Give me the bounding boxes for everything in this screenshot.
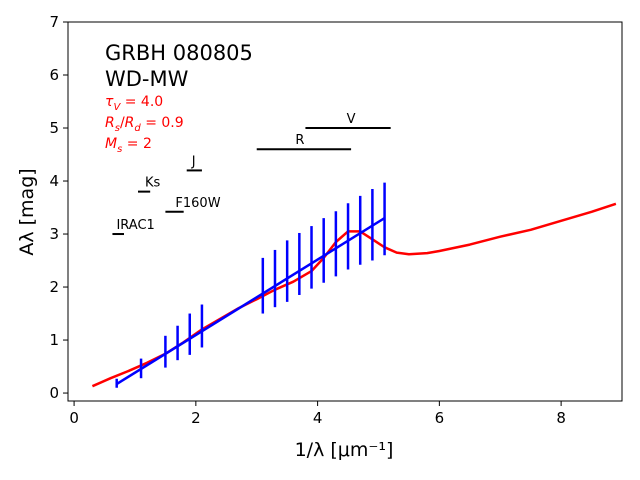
band-label-irac1: IRAC1 — [116, 218, 154, 233]
chart-title-line-2: WD-MW — [105, 67, 189, 91]
fit-line — [116, 217, 386, 386]
y-tick-label: 7 — [49, 13, 59, 31]
y-tick-label: 3 — [49, 225, 59, 243]
model-param-2: Ms = 2 — [105, 136, 152, 155]
x-tick-label: 6 — [435, 409, 445, 427]
y-axis-label: Aλ [mag] — [16, 168, 38, 255]
x-tick-label: 8 — [556, 409, 566, 427]
x-tick-label: 2 — [191, 409, 201, 427]
y-tick-label: 6 — [49, 66, 59, 84]
model-curve — [91, 202, 617, 388]
y-tick-label: 2 — [49, 278, 59, 296]
y-tick-label: 5 — [49, 119, 59, 137]
band-label-f160w: F160W — [175, 196, 220, 211]
chart-title-line-1: GRBH 080805 — [105, 41, 253, 65]
model-param-0: τV = 4.0 — [105, 94, 163, 113]
band-label-r: R — [295, 133, 304, 148]
model-param-1: Rs/Rd = 0.9 — [105, 115, 184, 134]
band-label-v: V — [347, 112, 356, 127]
band-label-ks: Ks — [145, 176, 161, 191]
plot-frame — [67, 21, 623, 402]
y-tick-label: 1 — [49, 331, 59, 349]
x-tick-label: 4 — [313, 409, 323, 427]
y-tick-label: 0 — [49, 384, 59, 402]
x-tick-label: 0 — [69, 409, 79, 427]
x-axis-label: 1/λ [μm⁻¹] — [295, 439, 394, 461]
y-tick-label: 4 — [49, 172, 59, 190]
band-label-j: J — [191, 154, 196, 169]
